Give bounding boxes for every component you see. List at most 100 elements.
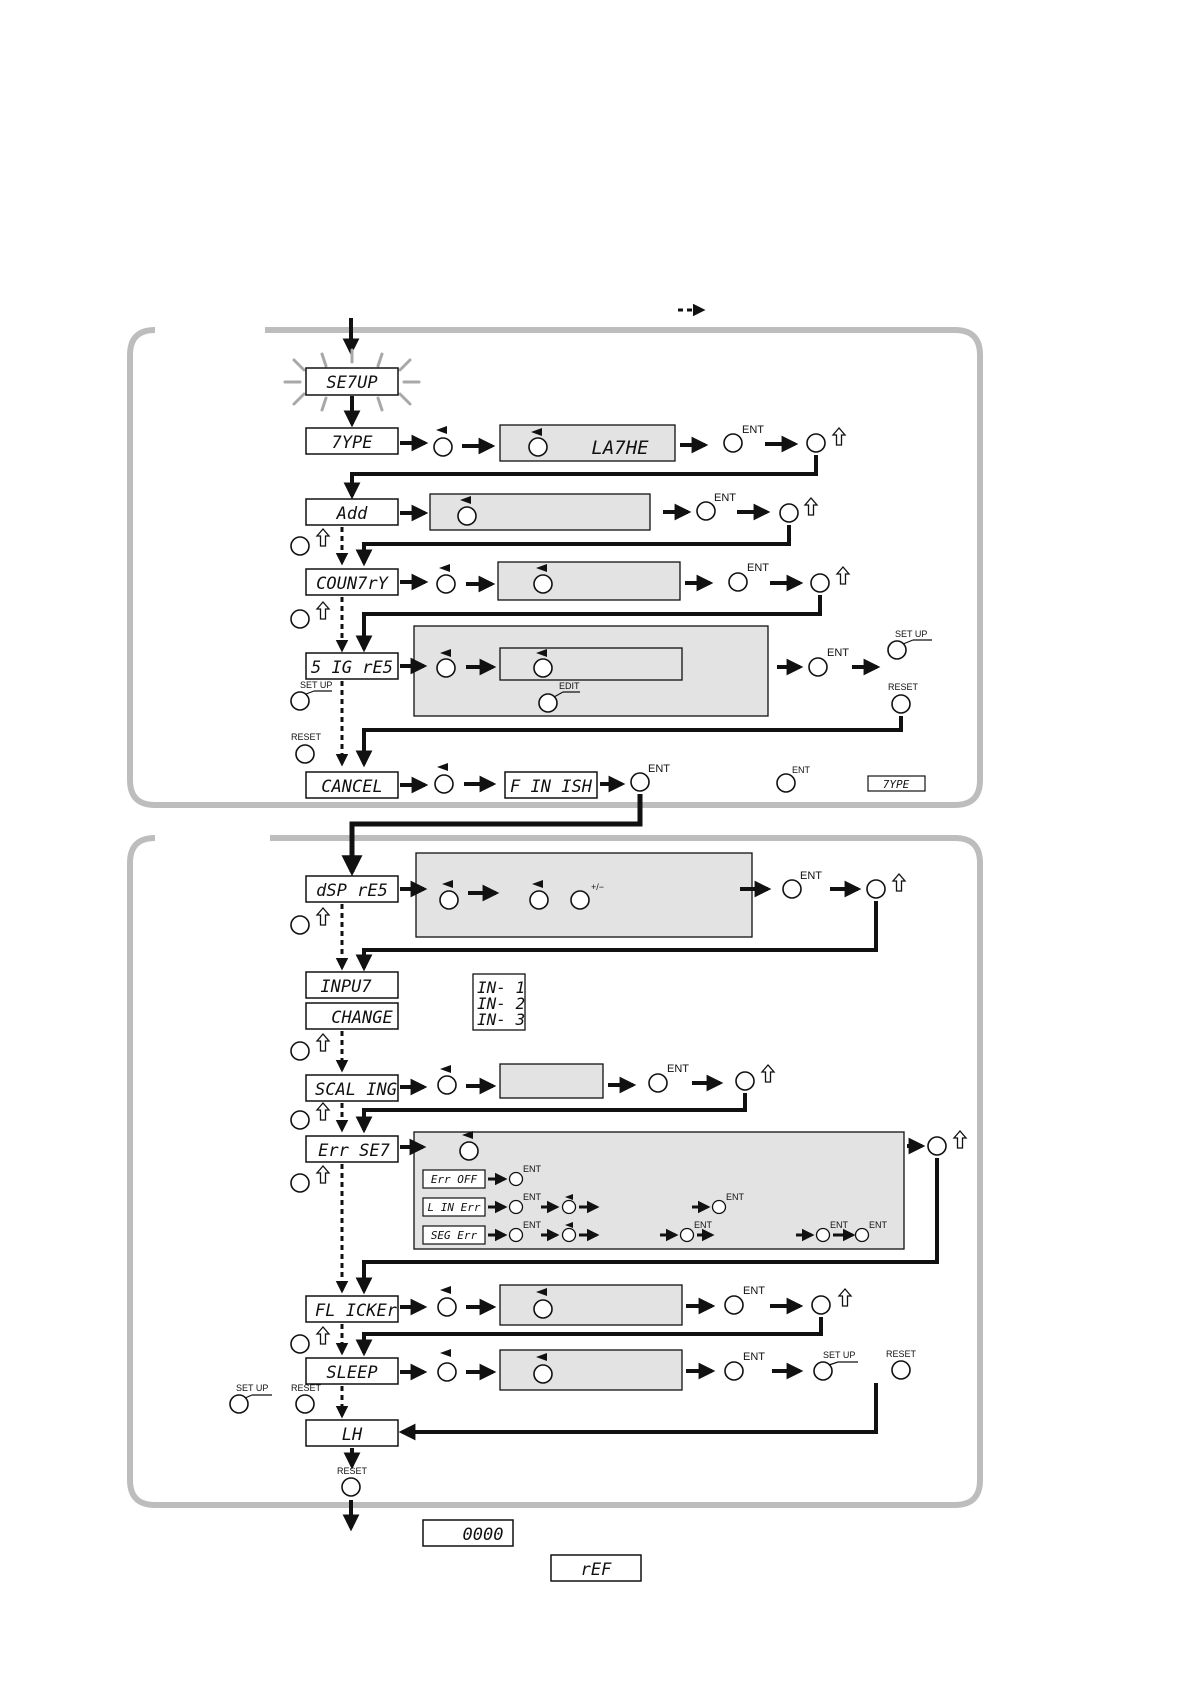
ent-label: ENT — [694, 1220, 713, 1230]
setup-leader — [828, 1361, 839, 1366]
ent-button[interactable] — [776, 773, 796, 793]
left-button[interactable] — [533, 574, 553, 594]
side-button[interactable] — [290, 1173, 310, 1193]
reset-button[interactable] — [295, 744, 315, 764]
ent-button[interactable] — [508, 1171, 524, 1187]
panel-country — [497, 561, 681, 601]
ent-button[interactable] — [508, 1199, 524, 1215]
flow-return — [398, 1383, 878, 1441]
lcd-add-text: Add — [336, 504, 368, 524]
side-button[interactable] — [290, 1110, 310, 1130]
lcd-ref — [550, 1554, 642, 1582]
left-button[interactable] — [533, 1299, 553, 1319]
ent-button[interactable] — [724, 1361, 744, 1381]
ent-button[interactable] — [630, 772, 650, 792]
left-button[interactable] — [561, 1199, 577, 1215]
ent-button[interactable] — [724, 1295, 744, 1315]
flow-return — [355, 1317, 823, 1357]
left-button[interactable] — [529, 890, 549, 910]
setup-leader — [305, 690, 315, 695]
ent-label: ENT — [830, 1220, 849, 1230]
left-button[interactable] — [437, 1362, 457, 1382]
ent-button[interactable] — [508, 1227, 524, 1243]
left-button[interactable] — [433, 437, 453, 457]
panel-type — [499, 424, 676, 462]
up-button[interactable] — [810, 573, 830, 593]
up-arrow-icon — [892, 873, 906, 892]
up-arrow-icon — [316, 1102, 330, 1121]
left-button[interactable] — [528, 437, 548, 457]
lcd-add — [305, 498, 399, 526]
left-button[interactable] — [436, 574, 456, 594]
ent-button[interactable] — [854, 1227, 870, 1243]
lcd-seg-err — [422, 1225, 486, 1245]
up-arrow-icon — [836, 566, 850, 585]
up-button[interactable] — [735, 1071, 755, 1091]
up-button[interactable] — [806, 433, 826, 453]
lcd-seg-err-text: SEG Err — [431, 1229, 478, 1242]
ent-label: ENT — [523, 1220, 542, 1230]
lcd-scaling-text: SCAL ING — [315, 1080, 397, 1100]
lcd-dspres-text: dSP rE5 — [316, 881, 388, 901]
ent-label: ENT — [869, 1220, 888, 1230]
ent-button[interactable] — [815, 1227, 831, 1243]
lcd-err-off — [422, 1169, 486, 1189]
up-button[interactable] — [779, 503, 799, 523]
ent-button[interactable] — [679, 1227, 695, 1243]
left-button[interactable] — [437, 1297, 457, 1317]
lcd-type-note — [867, 775, 926, 792]
reset-button[interactable] — [341, 1477, 361, 1497]
up-button[interactable] — [866, 879, 886, 899]
flow-return — [355, 595, 822, 653]
reset-button[interactable] — [891, 1360, 911, 1380]
left-button[interactable] — [533, 1364, 553, 1384]
ent-label: ENT — [523, 1164, 542, 1174]
panel-sigres-value — [499, 647, 683, 681]
lcd-scaling — [305, 1074, 399, 1102]
up-arrow-icon — [316, 1033, 330, 1052]
reset-button[interactable] — [891, 694, 911, 714]
reset-button[interactable] — [295, 1394, 315, 1414]
lcd-input-3: IN- 3 — [477, 1010, 525, 1029]
side-button[interactable] — [290, 536, 310, 556]
ent-label: ENT — [648, 763, 670, 775]
ent-button[interactable] — [711, 1199, 727, 1215]
up-button[interactable] — [811, 1295, 831, 1315]
left-button[interactable] — [533, 658, 553, 678]
lcd-errset-text: Err SE7 — [318, 1141, 390, 1161]
reset-label: RESET — [337, 1466, 368, 1476]
ent-button[interactable] — [728, 572, 748, 592]
lcd-ref-text: rEF — [581, 1560, 612, 1580]
plusminus-button[interactable] — [570, 890, 590, 910]
ent-button[interactable] — [648, 1073, 668, 1093]
left-button[interactable] — [436, 658, 456, 678]
flow-return — [355, 1158, 939, 1295]
ent-button[interactable] — [696, 501, 716, 521]
setup-button[interactable] — [290, 691, 310, 711]
left-button[interactable] — [561, 1227, 577, 1243]
left-arrow-icon — [565, 1194, 573, 1200]
flow-return — [355, 901, 878, 972]
ent-button[interactable] — [782, 879, 802, 899]
lcd-sigres-text: 5 IG rE5 — [311, 658, 393, 678]
lcd-input — [305, 971, 399, 999]
left-button[interactable] — [457, 506, 477, 526]
ent-button[interactable] — [808, 657, 828, 677]
lcd-change-text: CHANGE — [331, 1008, 393, 1028]
left-button[interactable] — [437, 1075, 457, 1095]
ent-label: ENT — [743, 1351, 765, 1363]
lcd-lin-err-text: L IN Err — [428, 1201, 481, 1214]
edit-label: EDIT — [559, 681, 580, 691]
side-button[interactable] — [290, 609, 310, 629]
left-button[interactable] — [459, 1141, 479, 1161]
side-button[interactable] — [290, 1334, 310, 1354]
left-button[interactable] — [434, 774, 454, 794]
side-button[interactable] — [290, 915, 310, 935]
side-button[interactable] — [290, 1041, 310, 1061]
up-arrow-icon — [316, 528, 330, 547]
up-button[interactable] — [927, 1136, 947, 1156]
left-button[interactable] — [439, 890, 459, 910]
up-arrow-icon — [316, 1326, 330, 1345]
lcd-cancel — [305, 771, 399, 799]
ent-button[interactable] — [723, 433, 743, 453]
